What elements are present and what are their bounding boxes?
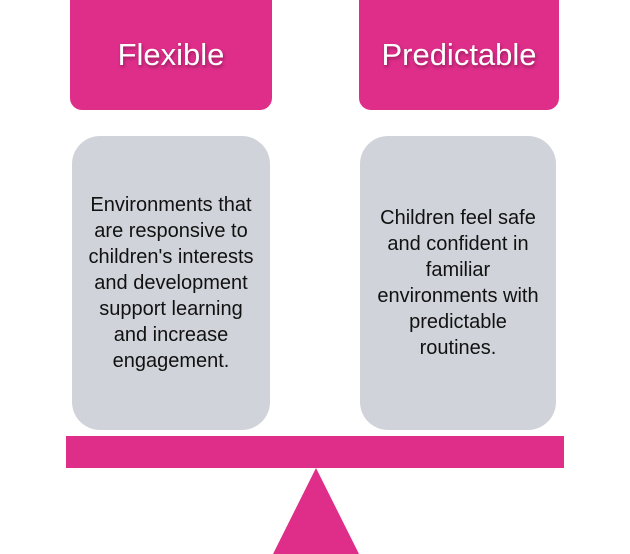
flexible-header: Flexible bbox=[70, 0, 272, 110]
flexible-description: Environments that are responsive to chil… bbox=[88, 194, 254, 372]
flexible-title: Flexible bbox=[117, 37, 225, 72]
fulcrum-triangle-icon bbox=[273, 468, 359, 554]
predictable-description: Children feel safe and confident in fami… bbox=[377, 207, 539, 359]
predictable-description-card: Children feel safe and confident in fami… bbox=[360, 136, 556, 430]
predictable-header: Predictable bbox=[359, 0, 559, 110]
flexible-description-card: Environments that are responsive to chil… bbox=[72, 136, 270, 430]
predictable-title: Predictable bbox=[381, 37, 537, 72]
balance-beam-icon bbox=[66, 436, 564, 468]
